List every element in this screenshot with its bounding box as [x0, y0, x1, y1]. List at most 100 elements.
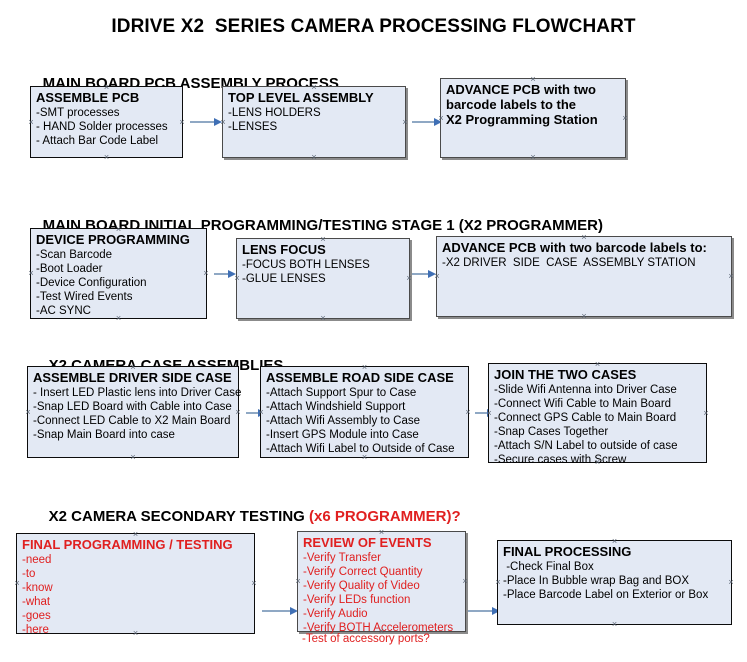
box-title: TOP LEVEL ASSEMBLY	[228, 90, 374, 105]
box-title: ASSEMBLE PCB	[36, 90, 140, 105]
arrow-road-case-to-join-cases	[475, 409, 495, 417]
box-title: ADVANCE PCB with two barcode labels to:	[442, 240, 707, 255]
box-lens-focus[interactable]: LENS FOCUS -FOCUS BOTH LENSES -GLUE LENS…	[236, 238, 410, 319]
box-line: -Connect Wifi Cable to Main Board	[494, 398, 672, 410]
box-line: -Check Final Box	[503, 561, 594, 573]
box-line: -AC SYNC	[36, 305, 91, 317]
connection-handle-left[interactable]	[28, 270, 35, 277]
connection-handle-right[interactable]	[203, 270, 210, 277]
connection-handle-bottom[interactable]	[611, 621, 618, 628]
arrow-driver-case-to-road-case	[246, 409, 266, 417]
box-line: -Boot Loader	[36, 263, 103, 275]
connection-handle-right[interactable]	[235, 409, 242, 416]
box-overflow-line: -Test of accessory ports?	[302, 633, 430, 645]
connection-handle-right[interactable]	[179, 119, 186, 126]
box-line: -Device Configuration	[36, 277, 147, 289]
box-line: -Place Barcode Label on Exterior or Box	[503, 589, 709, 601]
box-final-programming-testing[interactable]: FINAL PROGRAMMING / TESTING -need -to -k…	[14, 533, 258, 636]
box-assemble-driver-side-case[interactable]: ASSEMBLE DRIVER SIDE CASE - Insert LED P…	[25, 366, 242, 461]
box-line: -Scan Barcode	[36, 249, 113, 261]
box-line: -Test Wired Events	[36, 291, 133, 303]
box-line: -SMT processes	[36, 107, 120, 119]
connection-handle-left[interactable]	[14, 580, 21, 587]
arrow-device-programming-to-lens-focus	[214, 270, 236, 278]
box-title: REVIEW OF EVENTS	[303, 535, 432, 550]
box-line: -GLUE LENSES	[242, 273, 326, 285]
connection-handle-right[interactable]	[728, 273, 735, 280]
box-line: -FOCUS BOTH LENSES	[242, 259, 370, 271]
connection-handle-bottom[interactable]	[320, 315, 327, 322]
box-line: -Connect GPS Cable to Main Board	[494, 412, 677, 424]
connection-handle-right[interactable]	[622, 115, 629, 122]
connection-handle-bottom[interactable]	[130, 454, 137, 461]
connection-handle-right[interactable]	[728, 579, 735, 586]
box-line: -Verify Audio	[303, 608, 368, 620]
section-title-suffix: (x6 PROGRAMMER)?	[308, 508, 461, 525]
box-line: -Secure cases with Screw	[494, 454, 627, 466]
box-line: -Snap Main Board into case	[33, 429, 175, 441]
box-assemble-road-side-case[interactable]: ASSEMBLE ROAD SIDE CASE -Attach Support …	[260, 366, 469, 458]
connection-handle-bottom[interactable]	[103, 154, 110, 161]
box-line: -Verify LEDs function	[303, 594, 411, 606]
box-final-processing[interactable]: FINAL PROCESSING -Check Final Box -Place…	[497, 540, 732, 625]
box-line: -Verify Quality of Video	[303, 580, 420, 592]
box-title: DEVICE PROGRAMMING	[36, 232, 190, 247]
box-join-the-two-cases[interactable]: JOIN THE TWO CASES -Slide Wifi Antenna i…	[488, 363, 710, 466]
connection-handle-right[interactable]	[465, 409, 472, 416]
box-line: -Attach S/N Label to outside of case	[494, 440, 678, 452]
box-line: - Attach Bar Code Label	[36, 135, 159, 147]
connection-handle-bottom[interactable]	[581, 313, 588, 320]
page-title: IDRIVE X2 SERIES CAMERA PROCESSING FLOWC…	[111, 16, 636, 37]
section-title-x2-camera-secondary-testing: X2 CAMERA SECONDARY TESTING (x6 PROGRAMM…	[32, 491, 461, 542]
box-assemble-pcb[interactable]: ASSEMBLE PCB -SMT processes - HAND Solde…	[30, 86, 183, 158]
connection-handle-left[interactable]	[495, 579, 502, 586]
box-line: -Place In Bubble wrap Bag and BOX	[503, 575, 690, 587]
box-line: -goes	[22, 610, 51, 622]
arrow-review-to-final-processing	[468, 607, 500, 615]
box-line: -LENSES	[228, 121, 278, 133]
box-title: ADVANCE PCB with two barcode labels to t…	[446, 82, 598, 127]
arrow-final-programming-to-review	[262, 607, 298, 615]
box-title: FINAL PROGRAMMING / TESTING	[22, 537, 233, 552]
box-line: -Attach Wifi Label to Outside of Case	[266, 443, 455, 455]
box-title: FINAL PROCESSING	[503, 544, 632, 559]
box-line: -Insert GPS Module into Case	[266, 429, 419, 441]
arrow-assemble-pcb-to-top-level	[190, 118, 222, 126]
box-line: -Connect LED Cable to X2 Main Board	[33, 415, 231, 427]
box-line: -need	[22, 554, 52, 566]
box-advance-pcb-programming-station[interactable]: ADVANCE PCB with two barcode labels to t…	[440, 78, 626, 158]
box-line: -to	[22, 568, 36, 580]
connection-handle-right[interactable]	[402, 119, 409, 126]
box-title: ASSEMBLE DRIVER SIDE CASE	[33, 370, 232, 385]
box-line: -Attach Windshield Support	[266, 401, 406, 413]
box-line: -Verify BOTH Accelerometers	[303, 622, 454, 634]
box-review-of-events[interactable]: REVIEW OF EVENTS -Verify Transfer -Verif…	[295, 531, 469, 645]
box-title: JOIN THE TWO CASES	[494, 367, 637, 382]
box-title: LENS FOCUS	[242, 242, 326, 257]
box-line: - Insert LED Plastic lens into Driver Ca…	[33, 387, 242, 399]
connection-handle-bottom[interactable]	[530, 154, 537, 161]
arrow-top-level-to-advance-pcb	[412, 118, 442, 126]
connection-handle-right[interactable]	[462, 578, 469, 585]
connection-handle-left[interactable]	[295, 578, 302, 585]
connection-handle-right[interactable]	[406, 275, 413, 282]
box-line: -Verify Transfer	[303, 552, 381, 564]
box-line: -here	[22, 624, 49, 636]
box-advance-pcb-driver-side-case[interactable]: ADVANCE PCB with two barcode labels to: …	[436, 236, 732, 317]
box-line: -Attach Support Spur to Case	[266, 387, 417, 399]
connection-handle-right[interactable]	[703, 410, 710, 417]
connection-handle-left[interactable]	[28, 119, 35, 126]
box-top-level-assembly[interactable]: TOP LEVEL ASSEMBLY -LENS HOLDERS -LENSES	[222, 86, 406, 158]
box-line: -Slide Wifi Antenna into Driver Case	[494, 384, 677, 396]
connection-handle-left[interactable]	[25, 409, 32, 416]
box-title: ASSEMBLE ROAD SIDE CASE	[266, 370, 454, 385]
box-device-programming[interactable]: DEVICE PROGRAMMING -Scan Barcode -Boot L…	[30, 228, 207, 319]
box-line: -Attach Wifi Assembly to Case	[266, 415, 421, 427]
box-line: -Snap Cases Together	[494, 426, 609, 438]
connection-handle-right[interactable]	[251, 580, 258, 587]
arrow-lens-focus-to-advance-pcb	[412, 270, 436, 278]
box-line: -know	[22, 582, 53, 594]
connection-handle-bottom[interactable]	[311, 154, 318, 161]
box-line: -what	[22, 596, 51, 608]
